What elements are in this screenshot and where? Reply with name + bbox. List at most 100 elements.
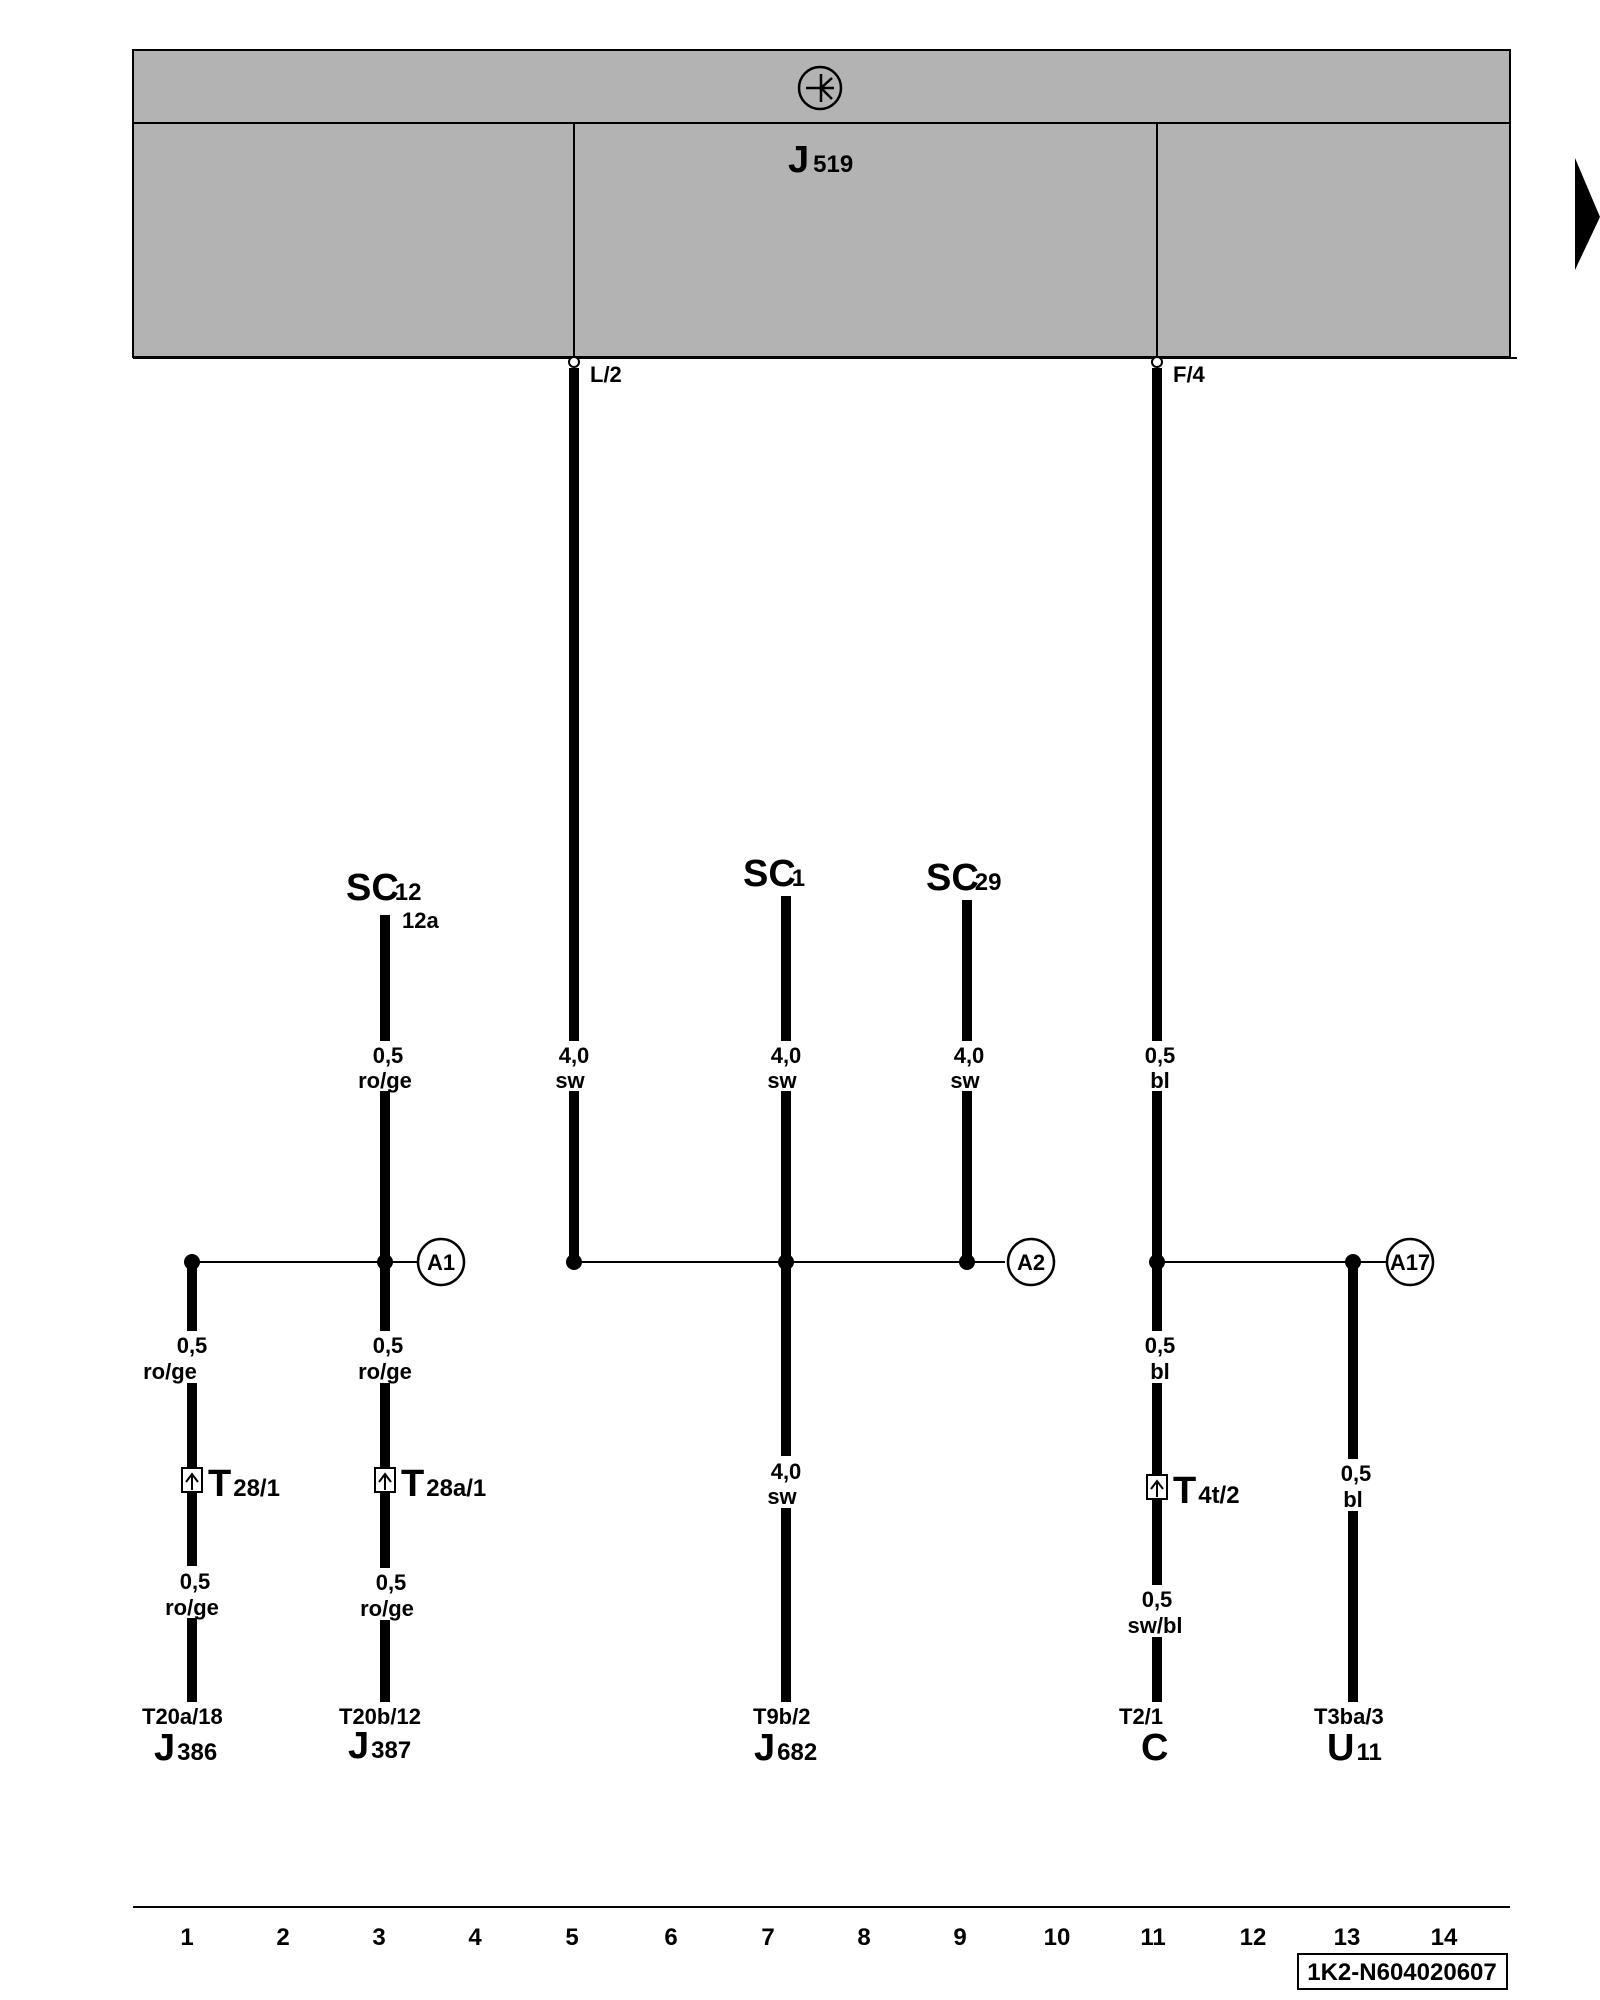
svg-text:T9b/2: T9b/2 — [753, 1704, 810, 1729]
svg-text:ro/ge: ro/ge — [143, 1359, 197, 1384]
connector-t28a: T28a/1 — [373, 1463, 486, 1505]
terminal-j682: T9b/2 J682 — [753, 1704, 817, 1769]
wire-label-col3-lower: 0,5 ro/ge — [350, 1568, 420, 1621]
connector-arrow-icon — [181, 1467, 203, 1493]
svg-text:T28a/1: T28a/1 — [401, 1463, 486, 1505]
svg-text:ro/ge: ro/ge — [358, 1359, 412, 1384]
column-number: 11 — [1140, 1924, 1165, 1951]
svg-text:0,5: 0,5 — [373, 1333, 404, 1358]
pin-label-l2: L/2 — [590, 362, 622, 387]
triangle-right-icon — [1575, 158, 1600, 270]
wire-label-sc29-top: 4,0 sw — [937, 1041, 997, 1093]
column-numbers: 1 2 3 4 5 6 7 8 9 10 11 12 13 14 — [180, 1924, 1458, 1951]
transistor-circle-icon — [797, 65, 843, 111]
column-number: 6 — [664, 1924, 677, 1951]
svg-text:U11: U11 — [1327, 1727, 1382, 1769]
wire-label-col13: 0,5 bl — [1323, 1459, 1383, 1512]
connection-a17: A17 — [1385, 1237, 1435, 1287]
column-number: 1 — [180, 1924, 193, 1951]
column-number: 14 — [1431, 1924, 1458, 1951]
svg-text:4,0: 4,0 — [954, 1043, 985, 1068]
column-number: 8 — [857, 1924, 870, 1951]
wire-label-col1-upper: 0,5 ro/ge — [143, 1331, 234, 1384]
wire-label-col11-upper: 0,5 bl — [1127, 1331, 1187, 1384]
column-number: 13 — [1334, 1924, 1361, 1951]
connector-t28: T28/1 — [180, 1463, 280, 1505]
svg-text:sw: sw — [767, 1068, 797, 1093]
svg-text:T2/1: T2/1 — [1119, 1704, 1163, 1729]
connection-label: A17 — [1390, 1250, 1430, 1275]
svg-text:4,0: 4,0 — [559, 1043, 590, 1068]
control-unit-number: 519 — [813, 151, 853, 178]
wire-label-col1-lower: 0,5 ro/ge — [150, 1566, 234, 1620]
connector-arrow-icon — [374, 1467, 396, 1493]
terminal-u11: T3ba/3 U11 — [1314, 1704, 1384, 1769]
svg-text:0,5: 0,5 — [180, 1569, 211, 1594]
svg-text:0,5: 0,5 — [373, 1043, 404, 1068]
control-unit-name: J — [788, 139, 809, 181]
wire-label-l2-top: 4,0 sw — [544, 1041, 604, 1093]
svg-text:J386: J386 — [154, 1727, 217, 1769]
svg-text:0,5: 0,5 — [1145, 1043, 1176, 1068]
wire-label-sc12-top: 0,5 ro/ge — [350, 1041, 420, 1093]
column-number: 5 — [565, 1924, 578, 1951]
svg-text:0,5: 0,5 — [1341, 1461, 1372, 1486]
svg-text:J682: J682 — [754, 1727, 817, 1769]
svg-text:4,0: 4,0 — [771, 1043, 802, 1068]
svg-text:ro/ge: ro/ge — [360, 1596, 414, 1621]
terminal-j387: T20b/12 J387 — [339, 1704, 421, 1767]
svg-text:ro/ge: ro/ge — [165, 1595, 219, 1620]
junction-dots — [184, 1254, 1361, 1270]
svg-text:0,5: 0,5 — [376, 1570, 407, 1595]
wire-label-col11-lower: 0,5 sw/bl — [1120, 1585, 1194, 1638]
svg-text:sw: sw — [767, 1484, 797, 1509]
fuse-pin-label: 12a — [402, 908, 439, 933]
wire-label-f4-top: 0,5 bl — [1127, 1041, 1187, 1093]
svg-text:T28/1: T28/1 — [208, 1463, 280, 1505]
column-number: 2 — [276, 1924, 289, 1951]
column-number: 10 — [1044, 1924, 1071, 1951]
svg-text:0,5: 0,5 — [1145, 1333, 1176, 1358]
svg-text:sw/bl: sw/bl — [1127, 1613, 1182, 1638]
document-id-box: 1K2-N604020607 — [1297, 1953, 1508, 1990]
svg-text:4,0: 4,0 — [771, 1459, 802, 1484]
connector-arrow-icon — [1146, 1474, 1168, 1500]
svg-text:T20a/18: T20a/18 — [142, 1704, 223, 1729]
connector-t4t: T4t/2 — [1145, 1470, 1240, 1512]
svg-text:0,5: 0,5 — [1142, 1587, 1173, 1612]
fuse-sc1: SC1 — [743, 853, 805, 895]
connection-label: A2 — [1017, 1250, 1045, 1275]
column-number: 12 — [1240, 1924, 1267, 1951]
terminal-j386: T20a/18 J386 — [142, 1704, 223, 1769]
fuse-sc29: SC29 — [926, 857, 1002, 899]
column-number: 7 — [761, 1924, 774, 1951]
svg-text:0,5: 0,5 — [177, 1333, 208, 1358]
svg-text:sw: sw — [555, 1068, 585, 1093]
svg-text:bl: bl — [1343, 1487, 1363, 1512]
svg-text:ro/ge: ro/ge — [358, 1068, 412, 1093]
column-number: 9 — [953, 1924, 966, 1951]
svg-text:J387: J387 — [348, 1725, 411, 1767]
column-number: 4 — [468, 1924, 482, 1951]
document-id: 1K2-N604020607 — [1307, 1959, 1496, 1986]
svg-text:bl: bl — [1150, 1068, 1170, 1093]
svg-text:T20b/12: T20b/12 — [339, 1704, 421, 1729]
wire-label-sc1-top: 4,0 sw — [756, 1041, 816, 1093]
connection-label: A1 — [427, 1250, 455, 1275]
fuse-sc12: SC12 — [346, 867, 422, 909]
wire-label-col3-upper: 0,5 ro/ge — [350, 1331, 420, 1384]
pin-label-f4: F/4 — [1173, 362, 1206, 387]
connection-a2: A2 — [1006, 1237, 1056, 1287]
column-number: 3 — [372, 1924, 385, 1951]
svg-text:T3ba/3: T3ba/3 — [1314, 1704, 1384, 1729]
connection-a1: A1 — [416, 1237, 466, 1287]
svg-text:bl: bl — [1150, 1359, 1170, 1384]
terminal-c: T2/1 C — [1119, 1704, 1168, 1769]
svg-text:sw: sw — [950, 1068, 980, 1093]
wire-label-j682: 4,0 sw — [756, 1456, 816, 1509]
svg-text:C: C — [1141, 1727, 1168, 1769]
svg-text:T4t/2: T4t/2 — [1173, 1470, 1240, 1512]
